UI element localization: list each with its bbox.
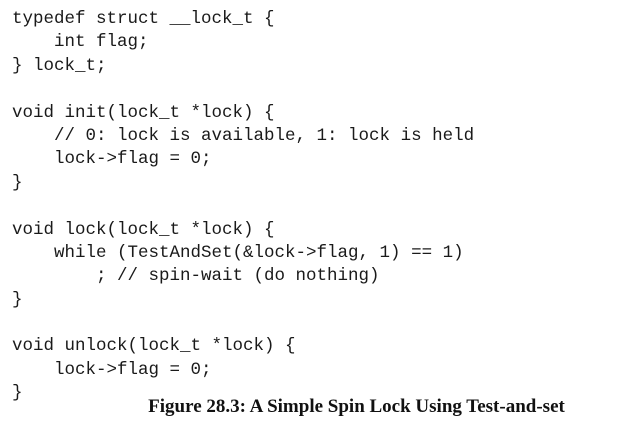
code-line: } lock_t; — [12, 55, 107, 76]
code-line: } — [12, 289, 23, 310]
code-line: void init(lock_t *lock) { — [12, 102, 275, 123]
code-line: lock->flag = 0; — [12, 359, 212, 380]
code-line — [12, 78, 474, 101]
code-line: void lock(lock_t *lock) { — [12, 219, 275, 240]
code-line: while (TestAndSet(&lock->flag, 1) == 1) — [12, 242, 464, 263]
code-line: int flag; — [12, 32, 149, 53]
code-listing: typedef struct __lock_t { int flag;} loc… — [12, 8, 474, 406]
code-line: typedef struct __lock_t { — [12, 9, 275, 29]
code-line: void unlock(lock_t *lock) { — [12, 336, 296, 357]
figure-caption: Figure 28.3: A Simple Spin Lock Using Te… — [148, 396, 565, 417]
code-line: } — [12, 383, 23, 404]
code-line — [12, 312, 474, 335]
code-line: ; // spin-wait (do nothing) — [12, 266, 380, 287]
code-line — [12, 195, 474, 218]
code-line: } — [12, 172, 23, 193]
code-line: // 0: lock is available, 1: lock is held — [12, 125, 475, 146]
code-line: lock->flag = 0; — [12, 149, 212, 170]
